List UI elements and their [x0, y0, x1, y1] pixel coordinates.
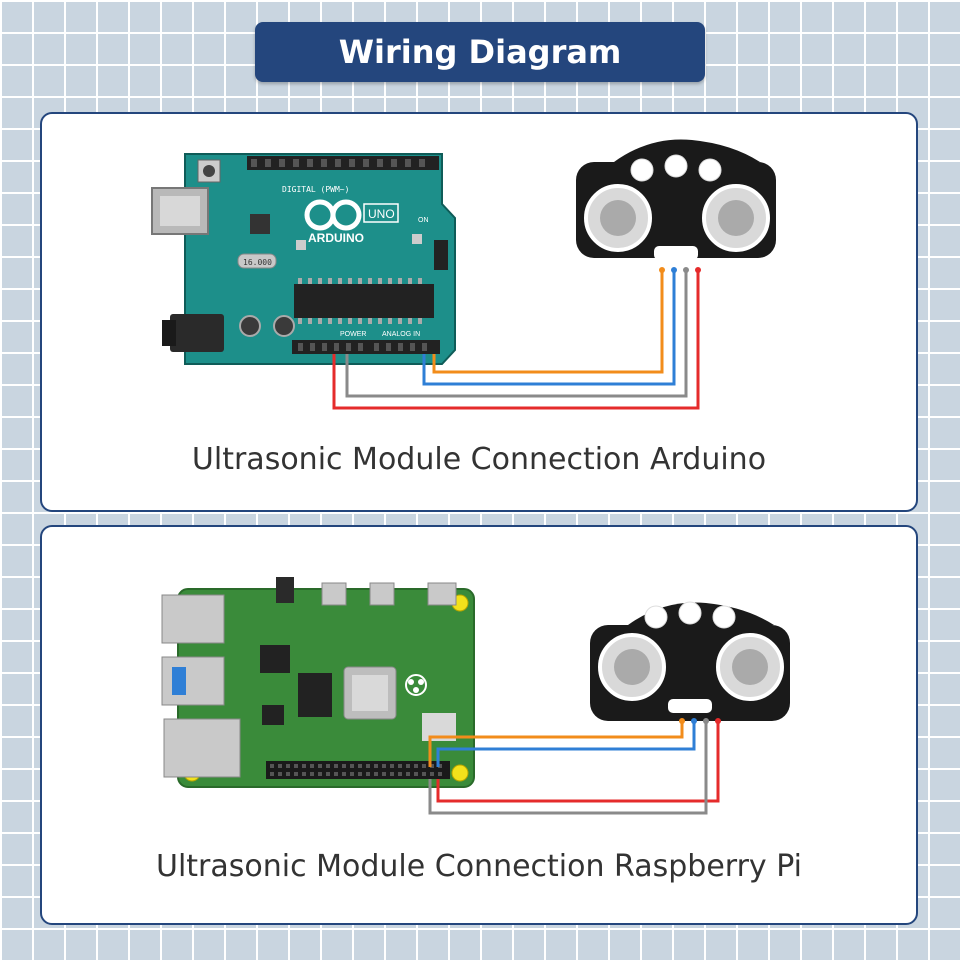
wire-blue — [422, 270, 676, 386]
wire-gray — [345, 270, 688, 398]
led-hole — [712, 605, 736, 629]
raspberry-pi-board — [161, 577, 475, 788]
label-digital: DIGITAL (PWM~) — [282, 185, 349, 194]
arduino-wiring-diagram: DIGITAL (PWM~) ARDUINO UNO ON 16.000 — [151, 139, 776, 410]
ethernet-port — [163, 718, 241, 778]
led-hole — [664, 154, 688, 178]
gpio-header — [266, 761, 450, 779]
rpi-wires — [428, 718, 721, 815]
wire-orange — [432, 270, 664, 374]
wire-red — [332, 270, 700, 410]
caption-arduino: Ultrasonic Module Connection Arduino — [191, 442, 767, 477]
led-hole — [678, 601, 702, 625]
led-hole — [630, 158, 654, 182]
audio-jack — [276, 577, 294, 603]
wire-blue — [436, 721, 696, 767]
ultrasonic-sensor-module: Hiwonder — [576, 139, 776, 282]
led-hole — [644, 605, 668, 629]
board-name: ARDUINO — [308, 231, 364, 245]
dc-jack — [170, 314, 224, 352]
capacitor — [239, 315, 261, 337]
sensor-brand: Hiwonder — [648, 271, 691, 282]
label-power: POWER — [340, 331, 366, 338]
arduino-wires — [332, 267, 701, 410]
wire-gray — [428, 721, 708, 815]
label-analog: ANALOG IN — [382, 331, 420, 338]
caption-rpi: Ultrasonic Module Connection Raspberry P… — [156, 849, 802, 884]
usb3-port — [161, 656, 225, 706]
rpi-wiring-diagram: Hiwonder — [161, 577, 790, 815]
mounting-hole — [451, 764, 469, 782]
raspberry-logo-icon — [405, 674, 427, 696]
label-on: ON — [418, 217, 429, 224]
usb-chip — [250, 214, 270, 234]
led-hole — [698, 158, 722, 182]
crystal — [237, 253, 277, 269]
hdmi-port — [321, 582, 347, 606]
usb-port — [161, 594, 225, 644]
board-model: UNO — [368, 207, 395, 221]
capacitor — [273, 315, 295, 337]
ram-chip — [298, 673, 332, 717]
arduino-logo — [304, 199, 362, 231]
ultrasonic-sensor-module: Hiwonder — [590, 601, 790, 732]
microcontroller-chip — [294, 284, 434, 318]
arduino-uno-board: DIGITAL (PWM~) ARDUINO UNO ON 16.000 — [151, 153, 456, 365]
hdmi-port — [369, 582, 395, 606]
usbc-port — [427, 582, 457, 606]
wire-red — [436, 721, 720, 803]
crystal-label: 16.000 — [243, 258, 272, 267]
rpi-wiring-panel: Hiwonder Ultrasonic Module Connection Ra… — [40, 525, 918, 925]
arduino-wiring-panel: DIGITAL (PWM~) ARDUINO UNO ON 16.000 — [40, 112, 918, 512]
wire-orange — [428, 721, 684, 767]
page-title: Wiring Diagram — [255, 22, 705, 82]
